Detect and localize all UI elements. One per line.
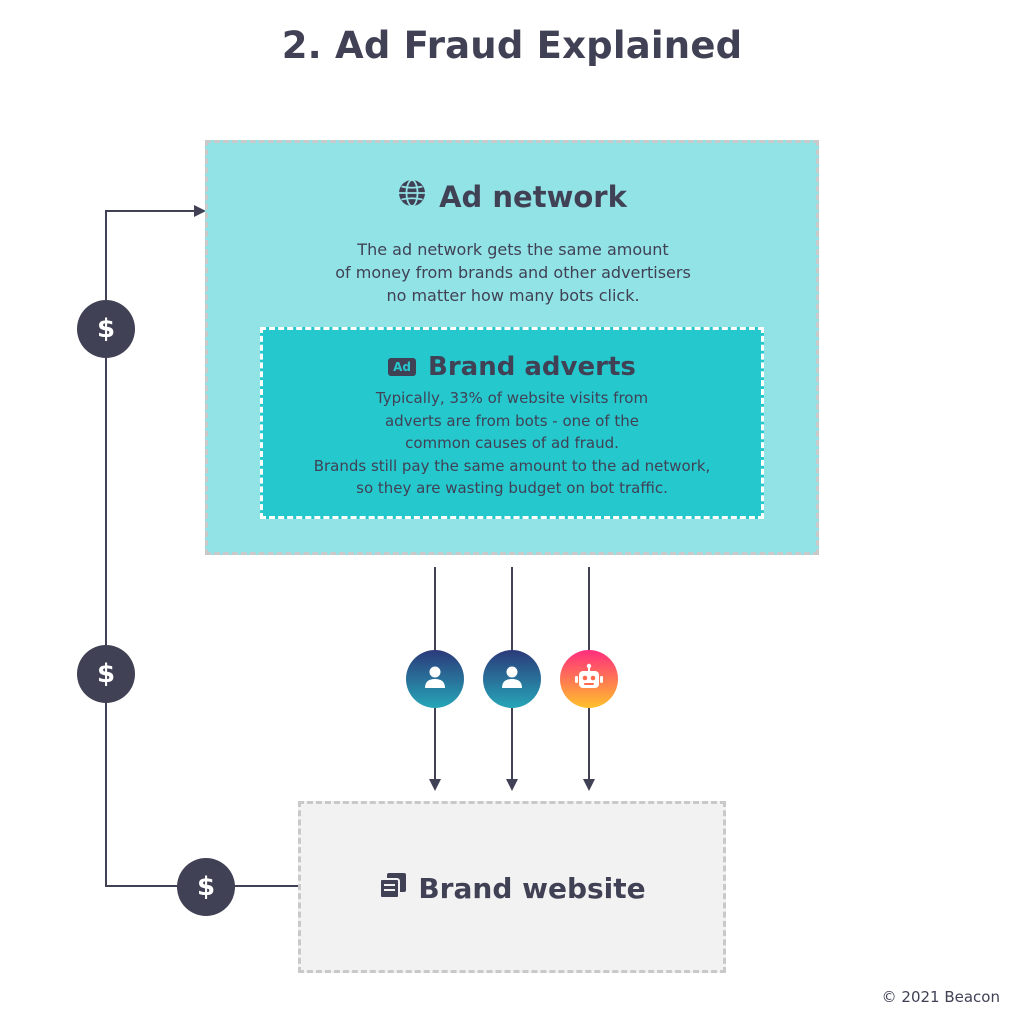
brand-adverts-title: Brand adverts bbox=[428, 352, 636, 382]
ad-network-description: The ad network gets the same amount of m… bbox=[268, 238, 758, 307]
dollar-icon: $ bbox=[77, 645, 135, 703]
brand-adverts-line: adverts are from bots - one of the bbox=[384, 411, 640, 430]
copyright-notice: © 2021 Beacon bbox=[881, 988, 1000, 1006]
visitor-human-1 bbox=[406, 650, 464, 708]
ad-network-line: of money from brands and other advertise… bbox=[335, 263, 691, 282]
brand-adverts-heading: Ad Brand adverts bbox=[263, 352, 761, 382]
ad-network-title: Ad network bbox=[439, 179, 627, 214]
robot-icon bbox=[574, 663, 604, 695]
brand-adverts-box: Ad Brand adverts Typically, 33% of websi… bbox=[260, 327, 764, 519]
visitor-human-2 bbox=[483, 650, 541, 708]
brand-adverts-line: so they are wasting budget on bot traffi… bbox=[356, 479, 668, 497]
brand-adverts-line: Typically, 33% of website visits from bbox=[375, 389, 649, 407]
globe-icon bbox=[397, 178, 427, 215]
website-pages-icon bbox=[378, 870, 408, 907]
dollar-icon: $ bbox=[177, 858, 235, 916]
user-icon bbox=[499, 664, 525, 694]
brand-website-title: Brand website bbox=[418, 872, 646, 905]
brand-website-box: Brand website bbox=[298, 801, 726, 973]
ad-network-heading: Ad network bbox=[208, 178, 816, 215]
visitor-bot bbox=[560, 650, 618, 708]
page-title: 2. Ad Fraud Explained bbox=[281, 24, 743, 67]
ad-network-line: The ad network gets the same amount bbox=[357, 240, 669, 259]
brand-adverts-line: Brands still pay the same amount to the … bbox=[313, 456, 711, 475]
dollar-icon: $ bbox=[77, 300, 135, 358]
brand-website-heading: Brand website bbox=[301, 870, 723, 907]
user-icon bbox=[422, 664, 448, 694]
brand-adverts-description: Typically, 33% of website visits from ad… bbox=[267, 387, 757, 500]
ad-badge-icon: Ad bbox=[388, 358, 417, 376]
brand-adverts-line: common causes of ad fraud. bbox=[405, 434, 619, 452]
ad-network-line: no matter how many bots click. bbox=[386, 286, 640, 305]
